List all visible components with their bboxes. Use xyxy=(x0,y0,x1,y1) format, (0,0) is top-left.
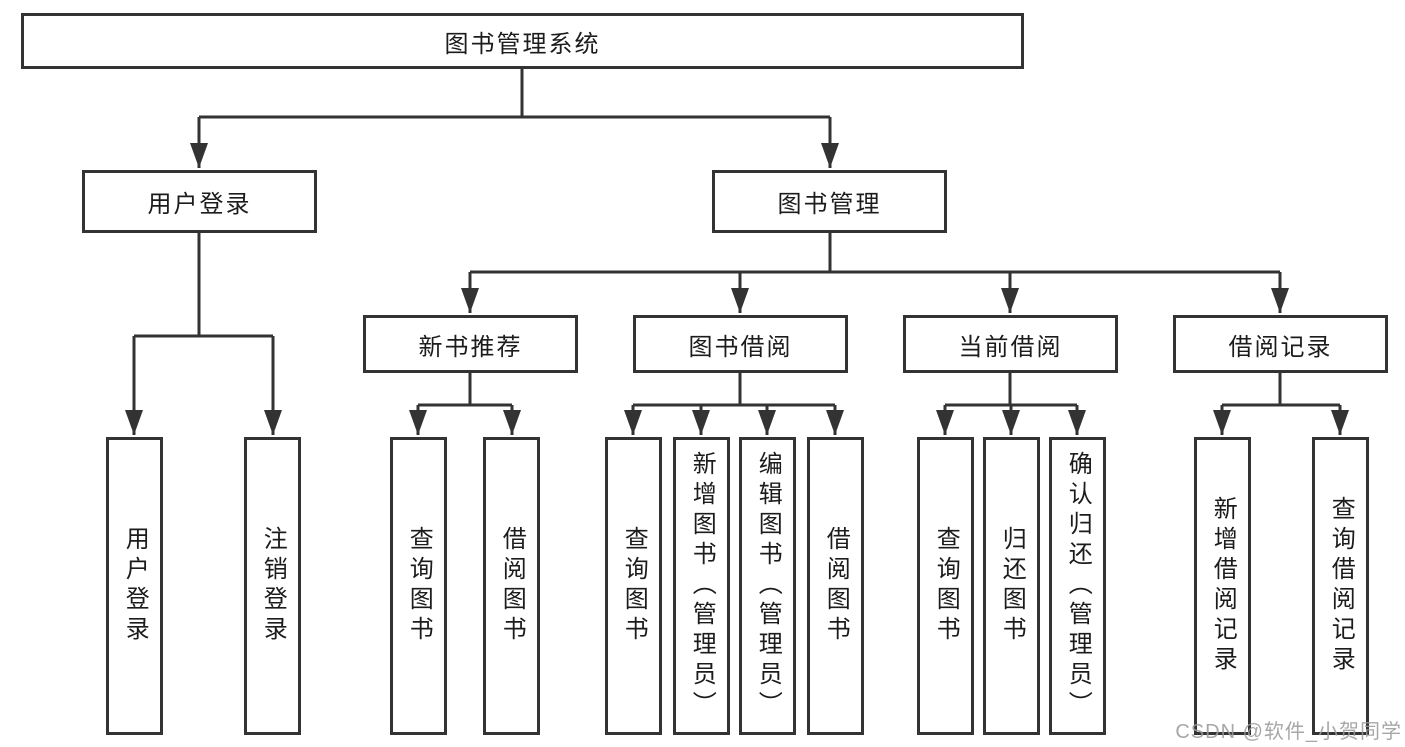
leaf-bb-add-books: 新增图书（管理员） xyxy=(673,437,730,735)
leaf-br-query-record: 查询借阅记录 xyxy=(1312,437,1369,735)
leaf-bb-borrow-books-label: 借阅图书 xyxy=(822,526,850,646)
leaf-bb-edit-books: 编辑图书（管理员） xyxy=(739,437,796,735)
node-borrow-records-label: 借阅记录 xyxy=(1228,333,1333,361)
node-book-mgmt: 图书管理 xyxy=(712,170,947,233)
csdn-watermark: CSDN @软件_小贺同学 xyxy=(1175,721,1402,743)
leaf-logout: 注销登录 xyxy=(244,437,301,735)
leaf-bb-query-books-label: 查询图书 xyxy=(620,526,648,646)
leaf-br-add-record: 新增借阅记录 xyxy=(1194,437,1251,735)
node-root-label: 图书管理系统 xyxy=(444,30,601,58)
leaf-logout-label: 注销登录 xyxy=(259,526,287,646)
leaf-cb-query-books-label: 查询图书 xyxy=(932,526,960,646)
leaf-user-login-label: 用户登录 xyxy=(121,526,149,646)
connector-current-borrow-children xyxy=(936,373,1086,435)
leaf-cb-confirm-return-label: 确认归还（管理员） xyxy=(1064,451,1092,721)
node-user-login: 用户登录 xyxy=(82,170,317,233)
leaf-br-add-record-label: 新增借阅记录 xyxy=(1209,496,1237,676)
connector-borrow-records-children xyxy=(1213,373,1349,435)
leaf-user-login: 用户登录 xyxy=(106,437,163,735)
node-user-login-label: 用户登录 xyxy=(147,191,252,218)
leaf-bb-add-books-label: 新增图书（管理员） xyxy=(688,451,716,721)
node-book-mgmt-label: 图书管理 xyxy=(777,191,882,218)
leaf-cb-query-books: 查询图书 xyxy=(917,437,974,735)
node-current-borrow: 当前借阅 xyxy=(903,315,1118,373)
connector-book-borrow-children xyxy=(624,373,844,435)
leaf-cb-return-books-label: 归还图书 xyxy=(998,526,1026,646)
leaf-nbr-borrow-books: 借阅图书 xyxy=(483,437,540,735)
connector-book-mgmt-children xyxy=(461,233,1289,313)
node-root: 图书管理系统 xyxy=(21,13,1024,69)
leaf-cb-confirm-return: 确认归还（管理员） xyxy=(1049,437,1106,735)
leaf-nbr-query-books-label: 查询图书 xyxy=(405,526,433,646)
node-new-book-rec: 新书推荐 xyxy=(363,315,578,373)
leaf-bb-query-books: 查询图书 xyxy=(605,437,662,735)
node-book-borrow-label: 图书借阅 xyxy=(688,333,793,361)
node-new-book-rec-label: 新书推荐 xyxy=(418,333,523,361)
node-book-borrow: 图书借阅 xyxy=(633,315,848,373)
leaf-nbr-query-books: 查询图书 xyxy=(390,437,447,735)
leaf-bb-edit-books-label: 编辑图书（管理员） xyxy=(754,451,782,721)
connector-user-login-children xyxy=(125,233,282,435)
leaf-br-query-record-label: 查询借阅记录 xyxy=(1327,496,1355,676)
connector-root-to-level2 xyxy=(190,69,839,168)
node-current-borrow-label: 当前借阅 xyxy=(958,333,1063,361)
node-borrow-records: 借阅记录 xyxy=(1173,315,1388,373)
connector-new-book-rec-children xyxy=(409,373,521,435)
leaf-cb-return-books: 归还图书 xyxy=(983,437,1040,735)
leaf-nbr-borrow-books-label: 借阅图书 xyxy=(498,526,526,646)
leaf-bb-borrow-books: 借阅图书 xyxy=(807,437,864,735)
